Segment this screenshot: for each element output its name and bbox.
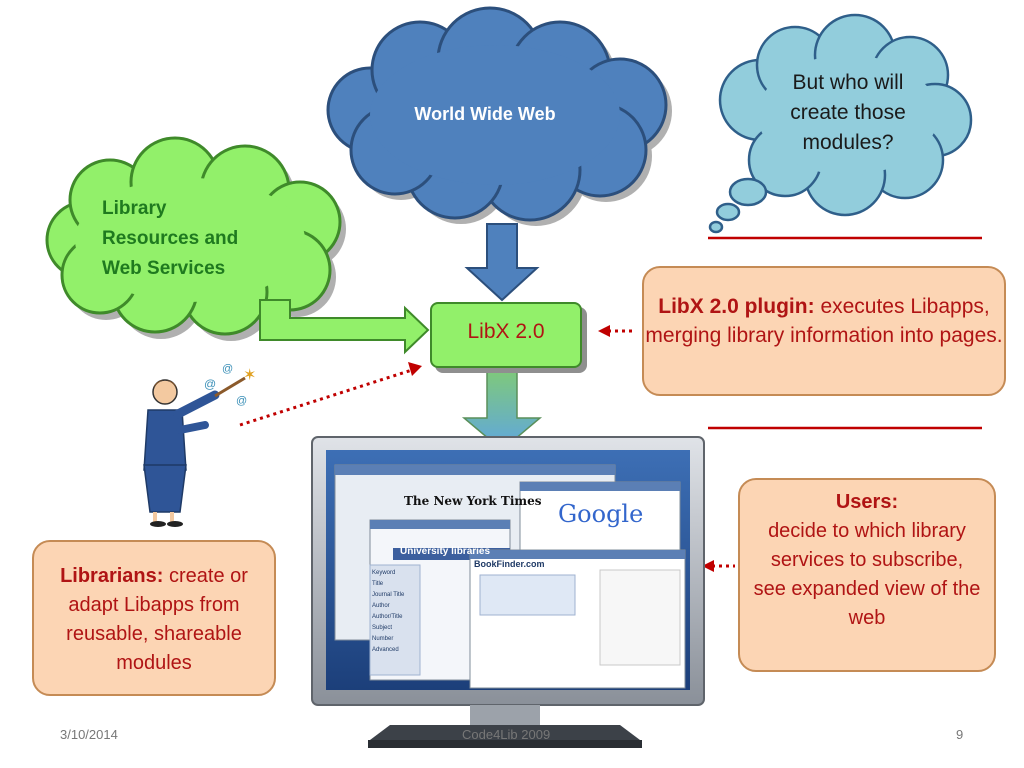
nyt-title: The New York Times: [404, 494, 542, 508]
google-title: Google: [558, 500, 644, 528]
librarian-pointer-arrow: [239, 362, 422, 427]
plugin-text: executes Libapps, merging library inform…: [645, 295, 1003, 347]
www-cloud: [326, 6, 672, 226]
www-to-libx-arrow: [464, 223, 540, 302]
plugin-pointer-arrow: [598, 325, 632, 337]
users-pointer-arrow: [702, 560, 735, 572]
bookfinder-title: BookFinder.com: [474, 559, 545, 569]
plugin-highlight: LibX 2.0 plugin:: [658, 295, 815, 318]
footer-date: 3/10/2014: [60, 727, 118, 742]
footer-page-number: 9: [956, 727, 964, 742]
sidebar-item: Keyword: [372, 570, 396, 576]
sidebar-item: Title: [372, 581, 384, 587]
monitor-sidebar: Keyword Title Journal Title Author Autho…: [372, 568, 420, 656]
users-highlight: Users:: [835, 491, 899, 513]
sidebar-item: Author: [372, 603, 390, 609]
footer-center: Code4Lib 2009: [462, 727, 551, 742]
svg-text:@: @: [222, 363, 233, 375]
sidebar-item: Journal Title: [372, 592, 405, 598]
sidebar-item: Subject: [372, 625, 393, 631]
librarian-figure: ✶ @ @ @: [143, 363, 256, 527]
libx-box-label: LibX 2.0: [467, 320, 545, 343]
svg-text:@: @: [236, 395, 247, 407]
university-title: University libraries: [400, 546, 491, 557]
library-to-libx-arrow: [259, 299, 430, 355]
www-cloud-label: World Wide Web: [414, 104, 556, 124]
sidebar-item: Advanced: [372, 647, 399, 653]
libx-to-monitor-arrow: [461, 369, 543, 451]
svg-text:@: @: [204, 377, 216, 391]
librarians-box: Librarians: create or adapt Libapps from…: [32, 540, 276, 696]
question-cloud-label: But who will create those modules?: [790, 71, 906, 154]
sidebar-item: Number: [372, 636, 394, 642]
question-cloud: [708, 13, 973, 234]
librarians-highlight: Librarians:: [60, 565, 164, 587]
users-text: decide to which library services to subs…: [753, 520, 981, 629]
library-cloud: [45, 136, 346, 341]
users-box: Users: decide to which library services …: [738, 478, 996, 672]
librarians-text: create or adapt Libapps from reusable, s…: [66, 565, 248, 674]
monitor: [311, 436, 705, 748]
plugin-box: LibX 2.0 plugin: executes Libapps, mergi…: [642, 266, 1006, 396]
libx-box: [430, 302, 582, 368]
svg-text:✶: ✶: [243, 367, 256, 384]
sidebar-item: Author/Title: [372, 614, 403, 620]
library-cloud-label: Library Resources and Web Services: [102, 198, 239, 279]
